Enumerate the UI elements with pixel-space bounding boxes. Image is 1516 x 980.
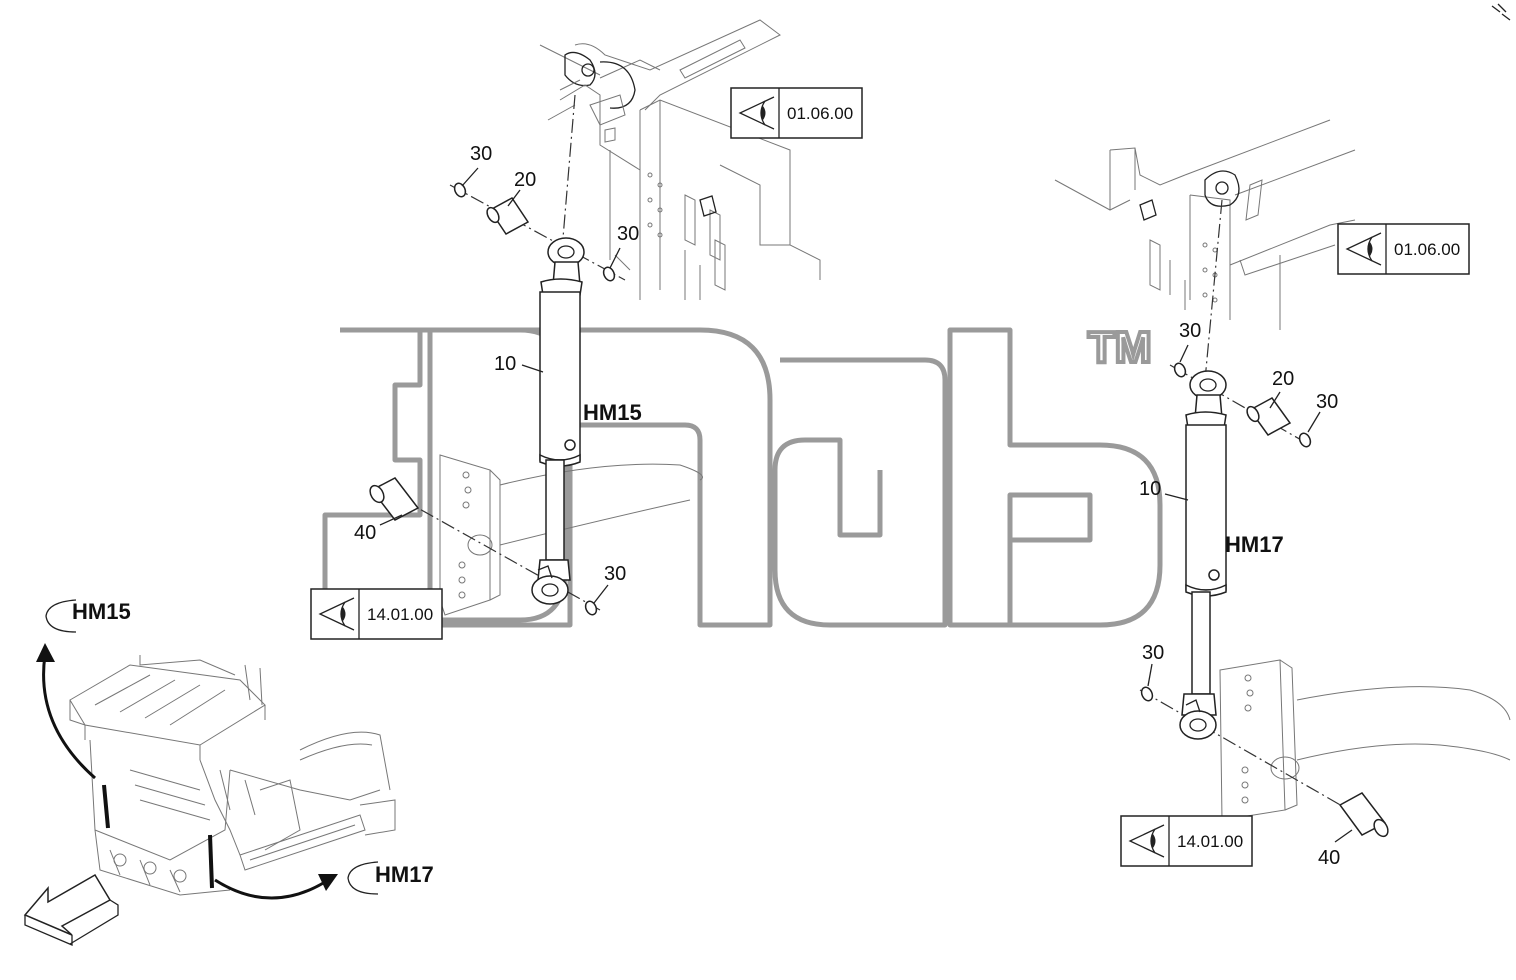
view-reference-code: 14.01.00 (367, 605, 433, 624)
view-reference-box[interactable]: 14.01.00 (1120, 815, 1253, 867)
view-reference-code: 01.06.00 (787, 104, 853, 123)
right-bracket-plate (1219, 659, 1511, 821)
cylinder-tag-left: HM15 (583, 400, 642, 425)
callout-left-40: 40 (354, 522, 376, 544)
view-reference-box[interactable]: 01.06.00 (1337, 223, 1470, 275)
eye-view-icon (738, 96, 775, 130)
overview-tag-hm17: HM17 (347, 861, 434, 895)
hm17-direction-arrow-icon (214, 874, 338, 900)
right-pin-20 (1246, 397, 1292, 436)
right-hydraulic-cylinder (1179, 370, 1227, 740)
eye-view-icon (1345, 232, 1382, 266)
cylinder-tag-right: HM17 (1225, 532, 1284, 557)
callout-right-30-top: 30 (1179, 320, 1201, 342)
left-pin-40 (369, 477, 420, 521)
callout-right-30-right: 30 (1316, 391, 1338, 413)
view-reference-code: 01.06.00 (1394, 240, 1460, 259)
right-lower-axis (1139, 689, 1371, 823)
callout-right-30-lower: 30 (1142, 642, 1164, 664)
left-bracket-plate (439, 454, 703, 616)
right-pin-40 (1338, 792, 1389, 838)
overview-tag-hm15-label: HM15 (72, 599, 131, 624)
right-retaining-rings (1140, 362, 1312, 702)
left-pin-20 (486, 197, 530, 235)
eye-view-icon (1128, 824, 1165, 858)
callout-right-40: 40 (1318, 847, 1340, 869)
left-frame-structure (539, 19, 821, 300)
callout-left-30-bottom: 30 (604, 563, 626, 585)
view-reference-code: 14.01.00 (1177, 832, 1243, 851)
callout-right-10: 10 (1139, 478, 1161, 500)
left-retaining-rings (453, 182, 616, 616)
view-reference-box[interactable]: 14.01.00 (310, 588, 443, 640)
watermark-logo: TM (322, 321, 1163, 628)
overview-tag-hm17-label: HM17 (375, 862, 434, 887)
left-hydraulic-cylinder (531, 237, 585, 605)
left-axis-line (561, 94, 576, 251)
view-reference-box[interactable]: 01.06.00 (730, 87, 863, 139)
overview-tag-hm15: HM15 (45, 599, 131, 633)
callout-left-10: 10 (494, 353, 516, 375)
callout-left-30-right: 30 (617, 223, 639, 245)
right-axis-line (1204, 199, 1223, 381)
hm15-direction-arrow-icon (36, 643, 96, 780)
corner-mark-icon (1491, 3, 1511, 21)
right-frame-structure (1054, 119, 1356, 330)
left-leader-lines (379, 167, 621, 604)
callout-left-30-top: 30 (470, 143, 492, 165)
callout-right-20: 20 (1272, 368, 1294, 390)
eye-view-icon (318, 597, 355, 631)
right-leader-lines (1147, 344, 1353, 843)
watermark-tm: TM (1088, 323, 1152, 372)
left-pin-axis (449, 184, 626, 281)
view-direction-arrow-icon (23, 873, 119, 946)
callout-left-20: 20 (514, 169, 536, 191)
overview-machine-illustration (69, 655, 396, 896)
left-lower-axis (399, 497, 601, 611)
